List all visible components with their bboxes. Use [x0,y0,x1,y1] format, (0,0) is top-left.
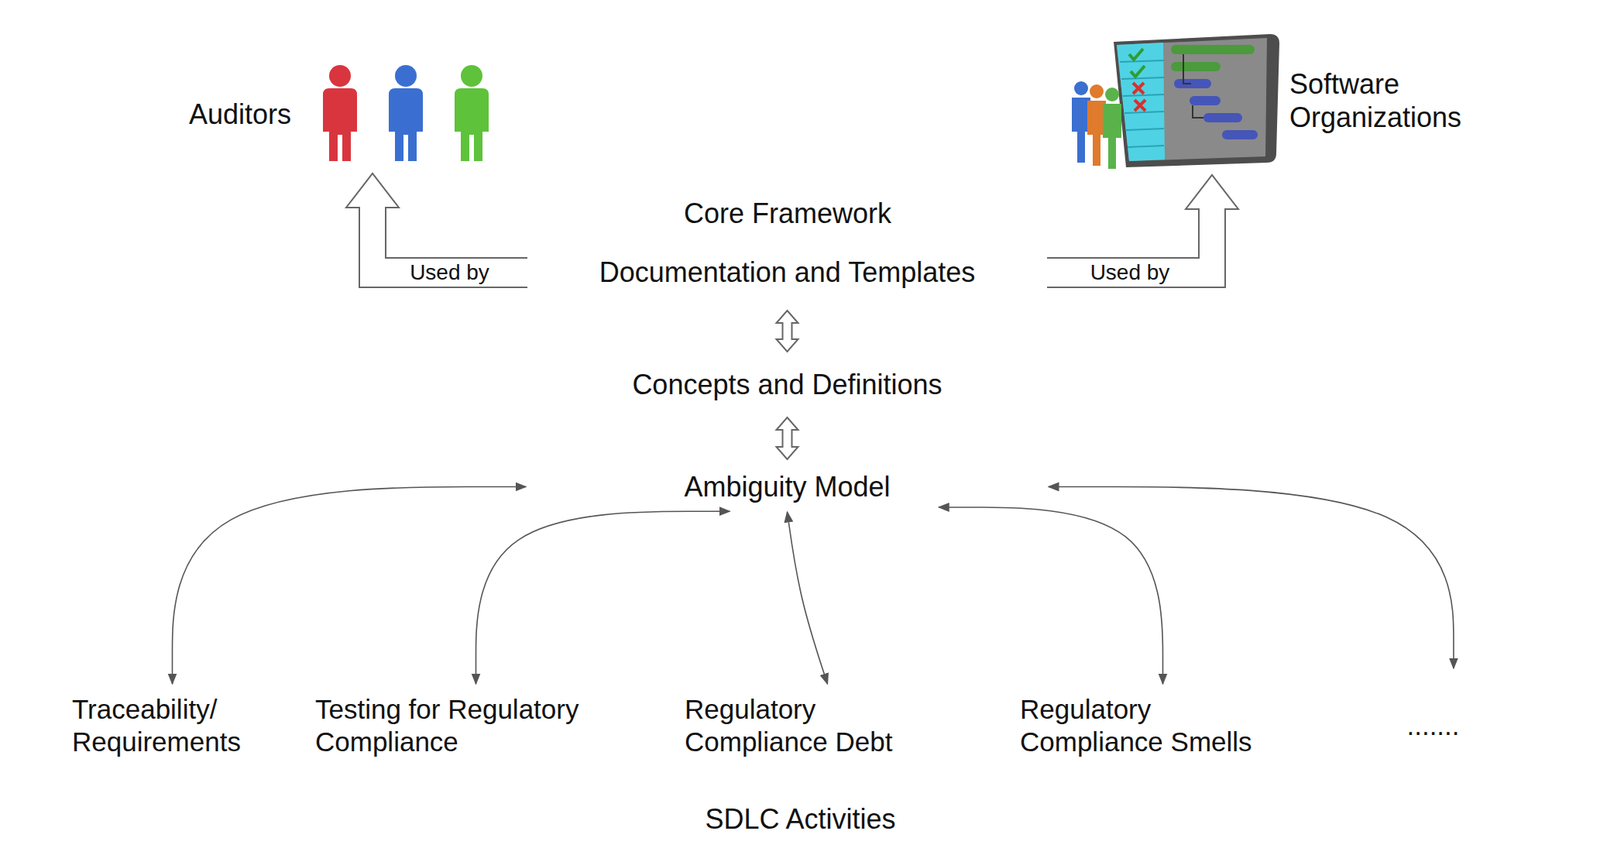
hollow-arrow [346,173,528,288]
actor-group: Auditors [182,60,502,169]
component-ellipse: Ambiguity Model [525,461,1049,512]
document-outline [670,683,985,780]
document-outline [59,683,285,780]
document-box: Regulatory Compliance Debt [670,683,985,781]
person-figure [388,65,423,162]
actor-group: Software Organizations [1067,30,1489,171]
person-figure [322,65,358,162]
node-text: Core Framework [683,196,892,231]
node-text: Software Organizations [1289,67,1489,134]
organization-icon [1067,30,1489,171]
link-arrow [172,487,527,685]
framework-ellipse: Documentation and TemplatesConcepts and … [414,187,1161,572]
node-text: SDLC Activities [704,802,896,836]
activity-band: Traceability/ Requirements Testing for Re… [32,617,1569,845]
node-text: Testing for Regulatory Compliance [315,693,640,759]
component-ellipse: Concepts and Definitions [525,353,1049,416]
ellipse-outline [526,237,1048,308]
document-box: Regulatory Compliance Smells [1006,683,1320,781]
document-stack: ....... [1349,668,1536,776]
node-text: Auditors [188,97,292,131]
document-outline [1349,686,1518,774]
document-box: Testing for Regulatory Compliance [301,683,651,781]
node-text: Traceability/ Requirements [72,693,275,759]
node-text: Documentation and Templates [599,255,976,289]
document-outline [1367,668,1536,756]
ellipse-outline [526,462,1048,512]
document-box: Traceability/ Requirements [59,683,285,781]
node-text: ....... [1406,709,1460,742]
link-arrow [476,511,731,684]
gantt-board [1071,34,1280,169]
link-arrow [1048,487,1454,670]
node-text: Ambiguity Model [683,470,890,504]
hollow-arrow [776,310,799,352]
node-text: Regulatory Compliance Smells [1019,693,1276,759]
link-arrow [787,511,828,684]
link-arrow [938,507,1163,684]
outer-frame [20,22,1585,859]
edge-label: Used by [406,260,493,285]
node-text: Regulatory Compliance Debt [684,693,941,759]
ellipse-outline [415,188,1161,571]
band-outline [33,618,1568,845]
edge-label: Used by [1087,260,1174,285]
hollow-arrow [776,417,799,460]
document-outline [1358,677,1527,765]
person-figure [454,65,489,162]
document-outline [1006,683,1320,780]
node-text: Concepts and Definitions [631,367,942,402]
document-outline [301,683,651,780]
hollow-arrow [1047,175,1239,288]
component-ellipse: Documentation and Templates [525,236,1049,309]
ellipse-outline [526,354,1048,415]
